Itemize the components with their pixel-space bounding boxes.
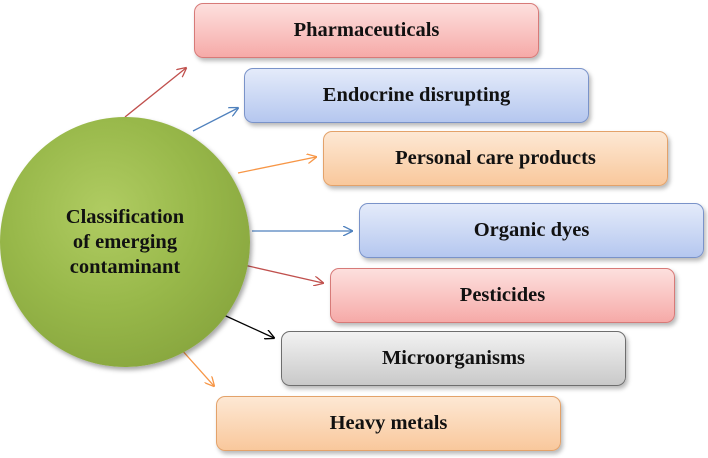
category-label: Microorganisms: [381, 347, 526, 369]
category-box-microorganisms: Microorganisms: [281, 331, 626, 386]
central-label: Classification of emerging contaminant: [40, 205, 210, 280]
central-circle: Classification of emerging contaminant: [0, 117, 250, 367]
arrow-pharmaceuticals: [124, 68, 186, 118]
category-box-pharmaceuticals: Pharmaceuticals: [194, 3, 539, 58]
category-box-pesticides: Pesticides: [330, 268, 675, 323]
category-label: Pharmaceuticals: [293, 19, 440, 41]
category-box-endocrine-disrupting: Endocrine disrupting: [244, 68, 589, 123]
central-label-line-2: of emerging: [72, 230, 178, 253]
category-label: Organic dyes: [473, 219, 590, 241]
category-box-heavy-metals: Heavy metals: [216, 396, 561, 451]
category-label: Endocrine disrupting: [322, 84, 511, 106]
category-box-organic-dyes: Organic dyes: [359, 203, 704, 258]
arrow-pesticides: [243, 264, 323, 283]
category-box-personal-care-products: Personal care products: [323, 131, 668, 186]
arrow-endocrine-disrupting: [192, 108, 238, 132]
category-label: Pesticides: [459, 284, 546, 306]
category-label: Heavy metals: [329, 412, 448, 434]
arrow-personal-care-products: [237, 157, 316, 174]
category-label: Personal care products: [395, 147, 596, 169]
central-label-line-3: contaminant: [69, 255, 181, 278]
central-label-line-1: Classification: [65, 205, 185, 228]
